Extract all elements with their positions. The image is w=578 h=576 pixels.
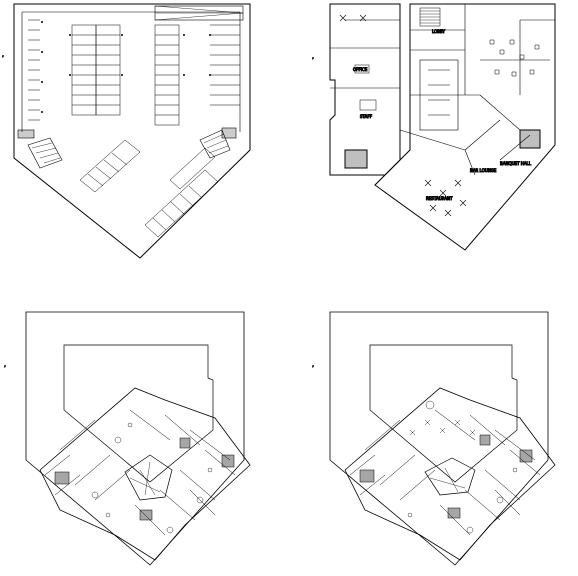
tower-outline-a xyxy=(39,387,251,561)
restaurant-tables xyxy=(339,14,467,217)
north-mark: ʼ xyxy=(312,365,314,372)
room-label-banquet-hall: BANQUET HALL xyxy=(500,161,532,166)
north-mark: ʼ xyxy=(312,57,314,64)
stair-core-right xyxy=(199,127,237,159)
stair-ground-3 xyxy=(519,129,541,149)
lobby-core xyxy=(419,59,459,131)
room-label-office: OFFICE xyxy=(353,67,368,72)
cores-b xyxy=(359,434,533,519)
podium-outline-b xyxy=(369,344,518,483)
ground-outline-right xyxy=(374,3,556,251)
plan-typical-floor-b: ʼ xyxy=(312,311,556,566)
podium-outline-a xyxy=(63,344,214,483)
ground-partitions xyxy=(330,4,555,176)
room-label-lobby: LOBBY xyxy=(432,29,446,34)
ground-outline-left xyxy=(329,3,401,176)
plan-ground-floor: LOBBY STAFF OFFICE RESTAURANT BAR LOUNGE… xyxy=(312,3,556,251)
fixtures-b xyxy=(407,400,518,534)
office-desk xyxy=(354,64,370,74)
room-label-restaurant: RESTAURANT xyxy=(426,196,453,201)
parking-inner-wall xyxy=(21,11,241,132)
room-label-staff: STAFF xyxy=(360,114,373,119)
ramp-lines xyxy=(154,5,244,21)
plan-basement-parking: ʼ xyxy=(2,3,251,259)
north-mark: ʼ xyxy=(4,365,6,372)
stair-ground-2 xyxy=(344,149,368,169)
central-atrium-b xyxy=(424,457,476,496)
room-label-bar-lounge: BAR LOUNGE xyxy=(470,168,497,173)
parking-stalls-left xyxy=(28,19,40,121)
site-boundary-a xyxy=(25,311,245,566)
parking-stalls-diagonal xyxy=(79,139,219,238)
central-atrium-a xyxy=(124,454,173,501)
stair-core-left xyxy=(17,129,63,169)
north-mark: ʼ xyxy=(2,55,4,62)
parking-stalls-right xyxy=(154,24,240,126)
fixtures-a xyxy=(91,422,213,534)
parking-columns xyxy=(41,21,211,113)
site-boundary-b xyxy=(329,311,549,566)
staff-desk xyxy=(359,99,377,111)
cores-a xyxy=(54,437,235,521)
parking-outline xyxy=(13,3,251,259)
plan-typical-floor-a: ʼ xyxy=(4,311,251,566)
bar-seating xyxy=(489,39,540,77)
parking-stalls-center xyxy=(71,24,121,116)
tower-outline-b xyxy=(344,387,556,561)
